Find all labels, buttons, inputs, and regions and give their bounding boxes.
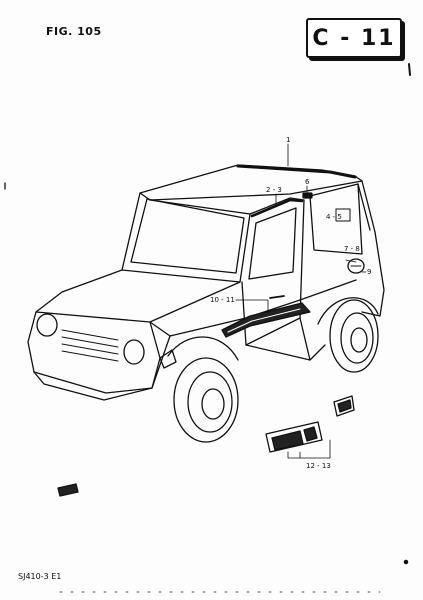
callout-9: 9 <box>367 268 371 276</box>
side-stripe-decals <box>221 302 311 338</box>
callout-1: 1 <box>286 136 290 144</box>
scan-marks <box>4 63 411 593</box>
vehicle-body <box>27 164 385 401</box>
section-code-box: C - 11 <box>306 18 402 58</box>
figure-label: FIG. 105 <box>46 25 102 38</box>
callout-12-13: 12 - 13 <box>306 462 331 470</box>
callout-6: 6 <box>305 178 310 186</box>
rear-wheel <box>329 299 379 373</box>
emblem-decals <box>265 395 355 453</box>
callout-10-11: 10 - 11 <box>210 296 235 304</box>
callout-2-3: 2 - 3 <box>266 186 282 194</box>
model-label: SJ410-3 E1 <box>18 572 62 581</box>
loose-badge <box>57 483 79 497</box>
door-weatherstrip <box>250 198 304 218</box>
roof-drip-molding <box>236 164 357 179</box>
front-wheel <box>173 357 239 443</box>
callout-7-8: 7 - 8 <box>344 245 360 253</box>
callouts: 1 2 - 3 6 4 - 5 7 - 8 9 10 - 11 12 - 13 <box>210 136 371 470</box>
decal-part-box <box>335 208 351 222</box>
leader-lines <box>235 143 367 459</box>
callout-4-5: 4 - 5 <box>326 213 342 221</box>
clip-part <box>302 192 313 199</box>
